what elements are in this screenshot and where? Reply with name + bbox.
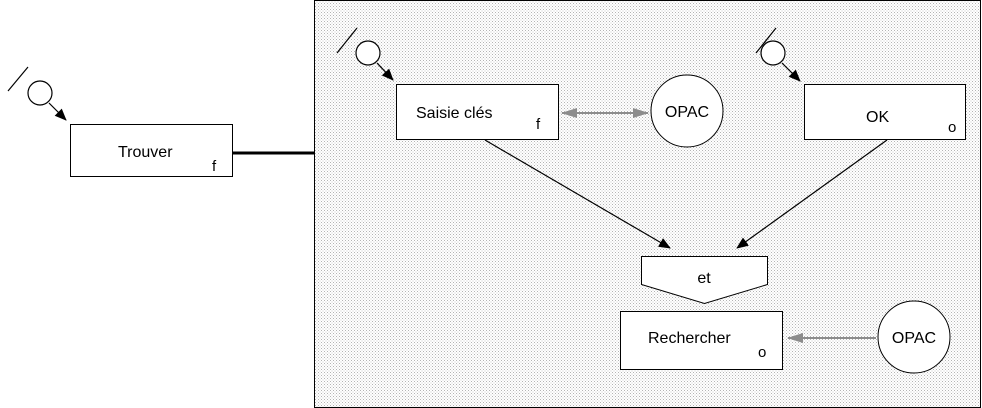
task-ok-label: OK	[866, 109, 889, 126]
user-actor-icon	[336, 27, 394, 81]
operator-et-label: et	[697, 270, 711, 287]
task-trouver: Trouver f	[70, 124, 233, 177]
task-rechercher-label: Rechercher	[648, 330, 731, 347]
user-actor-icon	[7, 66, 67, 121]
task-saisie-cles-suffix: f	[536, 116, 541, 133]
saisie-to-et-arrow	[484, 139, 671, 249]
resource-opac-bottom: OPAC	[877, 300, 951, 374]
task-trouver-suffix: f	[212, 158, 217, 175]
user-actor-icon	[755, 27, 801, 82]
task-saisie-cles: Saisie clés f	[396, 84, 559, 140]
resource-opac-top: OPAC	[650, 74, 724, 148]
task-ok: OK o	[804, 84, 966, 140]
operator-et: et	[641, 256, 768, 305]
resource-opac-top-label: OPAC	[665, 104, 709, 121]
resource-opac-bottom-label: OPAC	[892, 330, 936, 347]
task-rechercher-suffix: o	[758, 344, 766, 361]
task-saisie-cles-label: Saisie clés	[416, 105, 492, 122]
task-trouver-label: Trouver	[118, 144, 173, 161]
task-ok-suffix: o	[948, 119, 956, 136]
task-rechercher: Rechercher o	[620, 311, 783, 370]
ok-to-et-arrow	[736, 139, 888, 249]
